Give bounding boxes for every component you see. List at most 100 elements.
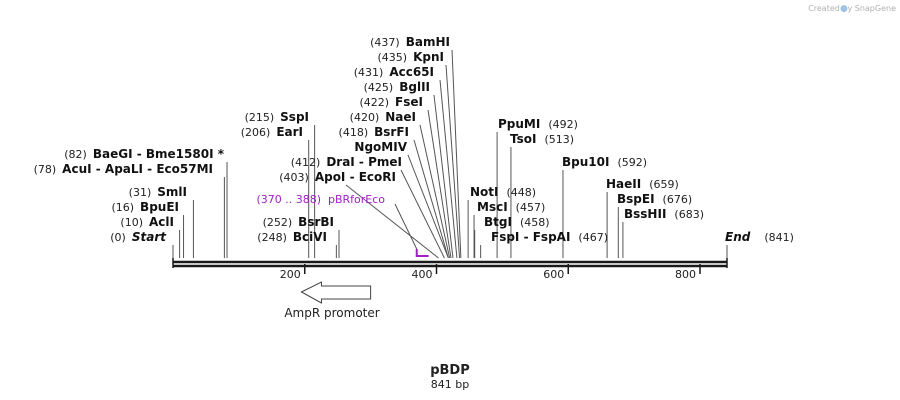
map-title: pBDP — [430, 363, 470, 378]
site-label-acli[interactable]: (10) AclI — [120, 215, 174, 229]
site-name: Bpu10I — [562, 155, 609, 169]
site-leader-fsei — [427, 109, 452, 259]
site-label-baegi-bme1580i[interactable]: (82)BaeGI - Bme1580I * — [64, 147, 224, 161]
site-leader-ngomiv — [407, 154, 449, 259]
site-name: AclI — [149, 215, 174, 229]
site-leader-kpni — [445, 64, 461, 259]
site-name: Acc65I — [389, 65, 434, 79]
site-name: HaeII — [606, 177, 641, 191]
site-name: End — [725, 230, 751, 244]
site-label-smli[interactable]: (31) SmlI — [129, 185, 187, 199]
scale-tick-label: 600 — [543, 268, 564, 281]
site-name: SmlI — [157, 185, 187, 199]
site-label-bsrfi[interactable]: (418)BsrFI — [339, 125, 409, 139]
site-label-noti[interactable]: NotI (448) — [470, 185, 536, 199]
site-name: EarI — [276, 125, 303, 139]
site-label-naei[interactable]: (420) NaeI — [350, 110, 416, 124]
site-name: NotI — [470, 185, 499, 199]
site-position: (841) — [764, 231, 794, 244]
scale-tick-label: 800 — [675, 268, 696, 281]
site-position: (31) — [129, 186, 152, 199]
site-label-bamhi[interactable]: (437)BamHI — [370, 35, 450, 49]
site-leader-bglii — [433, 94, 454, 259]
site-position: (403) — [279, 171, 309, 184]
site-leader-apoi-ecori — [345, 184, 439, 259]
site-label-fspi-fspai[interactable]: FspI - FspAI(467) — [491, 230, 608, 244]
site-label-bpu10i[interactable]: Bpu10I (592) — [562, 155, 647, 169]
site-label-acc65i[interactable]: (431) Acc65I — [354, 65, 434, 79]
primer-range: (370 .. 388) — [256, 193, 321, 206]
site-position: (431) — [354, 66, 384, 79]
site-position: (252) — [263, 216, 293, 229]
site-position: (659) — [649, 178, 679, 191]
site-name: NaeI — [385, 110, 416, 124]
primer-arrow-icon — [415, 249, 429, 257]
site-leader-acc65i — [439, 79, 458, 259]
site-name: ApoI - EcoRI — [315, 170, 396, 184]
site-label-haeii[interactable]: HaeII (659) — [606, 177, 679, 191]
site-name: PpuMI — [498, 117, 540, 131]
site-position: (0) — [110, 231, 126, 244]
feature-arrow-icon — [300, 281, 372, 304]
site-position: (215) — [245, 111, 275, 124]
primer-leader-line — [394, 203, 418, 250]
site-name: BaeGI - Bme1580I * — [93, 147, 225, 161]
site-name: KpnI — [413, 50, 444, 64]
site-position: (592) — [617, 156, 647, 169]
site-position: (683) — [674, 208, 704, 221]
site-position: (412) — [291, 156, 321, 169]
site-position: (422) — [359, 96, 389, 109]
site-label-btgi[interactable]: BtgI(458) — [484, 215, 550, 229]
site-leader-drai-pmei — [400, 169, 445, 259]
site-label-bpuei[interactable]: (16)BpuEI — [111, 200, 179, 214]
site-label-acui-apali-eco57mi[interactable]: (78) AcuI - ApaLI - Eco57MI — [34, 162, 213, 176]
site-name: BciVI — [293, 230, 327, 244]
site-position: (676) — [663, 193, 693, 206]
site-leader-bamhi — [451, 49, 462, 259]
site-label-drai-pmei[interactable]: (412) DraI - PmeI — [291, 155, 402, 169]
site-label-kpni[interactable]: (435)KpnI — [378, 50, 445, 64]
site-position: (492) — [548, 118, 578, 131]
site-label-eari[interactable]: (206)EarI — [241, 125, 303, 139]
site-name: FspI - FspAI — [491, 230, 570, 244]
site-name: BspEI — [617, 192, 655, 206]
map-length: 841 bp — [431, 378, 469, 391]
site-name: NgoMIV — [354, 140, 407, 154]
site-label-ppumi[interactable]: PpuMI (492) — [498, 117, 578, 131]
site-name: DraI - PmeI — [326, 155, 402, 169]
site-position: (420) — [350, 111, 380, 124]
site-label-apoi-ecori[interactable]: (403) ApoI - EcoRI — [279, 170, 396, 184]
site-position: (16) — [111, 201, 134, 214]
site-position: (458) — [520, 216, 550, 229]
primer-pbrforeco[interactable]: (370 .. 388) pBRforEco — [256, 193, 429, 257]
site-name: TsoI — [510, 132, 536, 146]
site-position: (425) — [364, 81, 394, 94]
site-label-ngomiv[interactable]: NgoMIV — [354, 140, 407, 154]
site-name: BglII — [399, 80, 430, 94]
site-label-bsshii[interactable]: BssHII (683) — [624, 207, 704, 221]
snapgene-logo-icon: ● — [840, 4, 848, 14]
site-label-msci[interactable]: MscI(457) — [477, 200, 545, 214]
site-position: (78) — [34, 163, 57, 176]
site-label-fsei[interactable]: (422) FseI — [359, 95, 423, 109]
site-leader-naei — [419, 124, 451, 259]
site-label-bglii[interactable]: (425) BglII — [364, 80, 430, 94]
site-position: (513) — [544, 133, 574, 146]
site-label-bsrbi[interactable]: (252)BsrBI — [263, 215, 334, 229]
site-label-bcivi[interactable]: (248) BciVI — [257, 230, 327, 244]
site-label-end[interactable]: End (841) — [725, 230, 794, 244]
site-position: (448) — [507, 186, 537, 199]
site-name: FseI — [395, 95, 423, 109]
snapgene-credit: Created by SnapGene — [808, 4, 896, 13]
site-label-sspi[interactable]: (215)SspI — [245, 110, 309, 124]
site-name: BamHI — [406, 35, 450, 49]
site-position: (10) — [120, 216, 143, 229]
site-label-bspei[interactable]: BspEI (676) — [617, 192, 692, 206]
site-name: BssHII — [624, 207, 666, 221]
site-label-tsoi[interactable]: TsoI (513) — [510, 132, 574, 146]
site-name: AcuI - ApaLI - Eco57MI — [62, 162, 213, 176]
site-position: (248) — [257, 231, 287, 244]
site-label-start[interactable]: (0)Start — [110, 230, 167, 244]
scale-tick-label: 200 — [280, 268, 301, 281]
feature-ampr-promoter[interactable]: AmpR promoter — [284, 281, 380, 320]
